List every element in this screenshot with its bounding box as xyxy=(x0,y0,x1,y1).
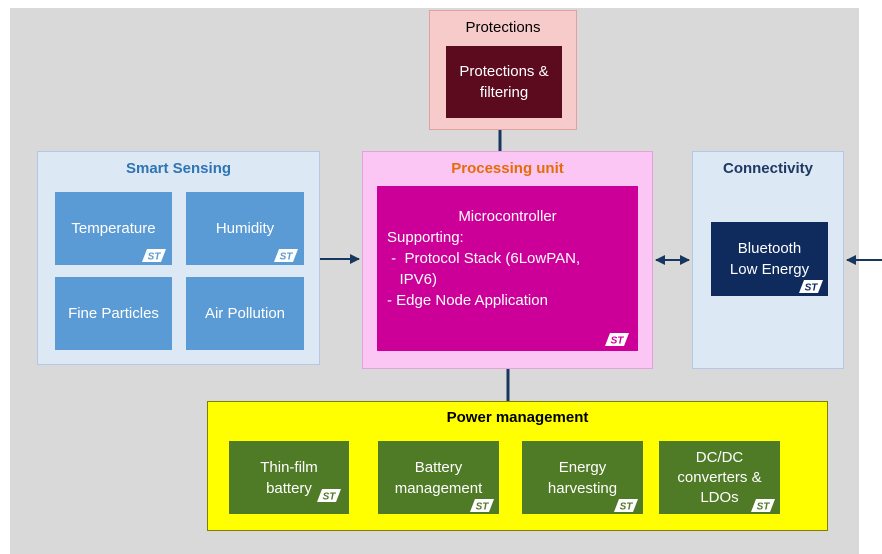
smart-sensing-panel: Smart Sensing Temperature ST Humidity ST… xyxy=(37,151,320,365)
protections-panel: Protections Protections & filtering xyxy=(429,10,577,130)
bluetooth-low-energy-box: Bluetooth Low Energy ST xyxy=(711,222,828,296)
protections-filtering-line-2: filtering xyxy=(479,84,529,101)
st-logo-icon: ST xyxy=(751,499,775,512)
microcontroller-line-3: IPV6) xyxy=(387,271,438,288)
energy-line-1: Energy xyxy=(558,458,607,476)
microcontroller-heading: Microcontroller xyxy=(458,208,557,225)
microcontroller-line-2: - Protocol Stack (6LowPAN, xyxy=(387,250,581,267)
st-logo-icon: ST xyxy=(274,249,298,262)
st-logo-icon: ST xyxy=(799,280,823,293)
st-logo-icon: ST xyxy=(470,499,494,512)
sensor-tile-temperature: Temperature ST xyxy=(55,192,172,265)
sensor-tile-humidity: Humidity ST xyxy=(186,192,304,265)
microcontroller-box: Microcontroller Supporting: - Protocol S… xyxy=(377,186,638,351)
protections-filtering-box: Protections & filtering xyxy=(446,46,562,118)
sensor-label-temperature: Temperature xyxy=(71,220,156,237)
svg-text:ST: ST xyxy=(611,336,625,347)
thin-film-line-1: Thin-film xyxy=(260,458,318,476)
microcontroller-line-4: - Edge Node Application xyxy=(387,292,548,309)
dcdc-line-1: DC/DC xyxy=(695,448,744,466)
st-logo-icon: ST xyxy=(142,249,166,262)
st-logo-icon: ST xyxy=(317,489,341,502)
protections-title: Protections xyxy=(465,19,541,36)
battery-mgmt-line-1: Battery xyxy=(414,458,463,476)
sensor-label-fine-particles: Fine Particles xyxy=(68,305,159,322)
processing-unit-title: Processing unit xyxy=(451,160,564,177)
power-box-dcdc-converters: DC/DC converters & LDOs ST xyxy=(659,441,780,514)
power-box-thin-film-battery: Thin-film battery ST xyxy=(229,441,349,514)
svg-text:ST: ST xyxy=(620,502,634,513)
power-management-title: Power management xyxy=(446,409,589,426)
bluetooth-line-2: Low Energy xyxy=(729,261,810,278)
energy-line-2: harvesting xyxy=(547,479,618,497)
svg-text:ST: ST xyxy=(323,492,337,503)
microcontroller-line-1: Supporting: xyxy=(387,229,464,246)
protections-filtering-line-1: Protections & xyxy=(459,63,549,80)
battery-mgmt-line-2: management xyxy=(394,479,483,497)
svg-text:ST: ST xyxy=(148,252,162,263)
svg-text:ST: ST xyxy=(476,502,490,513)
power-box-battery-management: Battery management ST xyxy=(378,441,499,514)
connectivity-panel: Connectivity Bluetooth Low Energy ST xyxy=(692,151,844,369)
thin-film-line-2: battery xyxy=(266,479,312,497)
svg-text:ST: ST xyxy=(280,252,294,263)
sensor-tile-fine-particles: Fine Particles xyxy=(55,277,172,350)
processing-unit-panel: Processing unit Microcontroller Supporti… xyxy=(362,151,653,369)
sensor-label-humidity: Humidity xyxy=(215,220,275,237)
dcdc-line-2: converters & xyxy=(677,468,762,486)
connectivity-title: Connectivity xyxy=(722,160,813,177)
bluetooth-line-1: Bluetooth xyxy=(737,240,802,257)
power-management-panel: Power management Thin-film battery ST Ba… xyxy=(207,401,828,531)
st-logo-icon: ST xyxy=(614,499,638,512)
sensor-tile-air-pollution: Air Pollution xyxy=(186,277,304,350)
svg-text:ST: ST xyxy=(757,502,771,513)
sensor-label-air-pollution: Air Pollution xyxy=(204,305,286,322)
st-logo-icon: ST xyxy=(605,333,629,346)
svg-text:ST: ST xyxy=(805,283,819,294)
power-box-energy-harvesting: Energy harvesting ST xyxy=(522,441,643,514)
dcdc-line-3: LDOs xyxy=(700,488,739,506)
smart-sensing-title: Smart Sensing xyxy=(125,160,232,177)
